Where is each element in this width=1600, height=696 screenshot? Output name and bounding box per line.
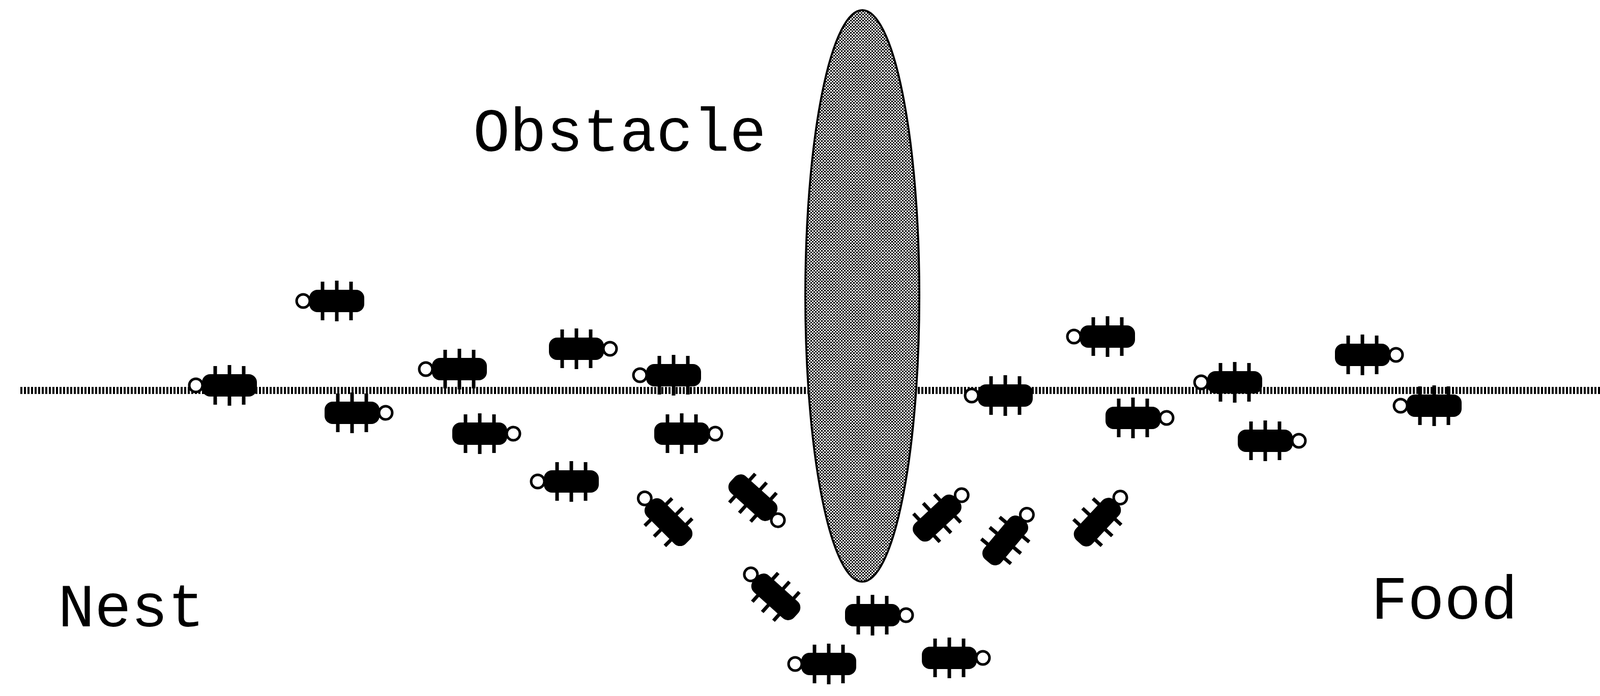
ants [189, 280, 1462, 685]
obstacle-shape [805, 10, 920, 583]
obstacle-label: Obstacle [473, 104, 767, 166]
food-label: Food [1371, 572, 1518, 634]
nest-label: Nest [57, 579, 205, 642]
